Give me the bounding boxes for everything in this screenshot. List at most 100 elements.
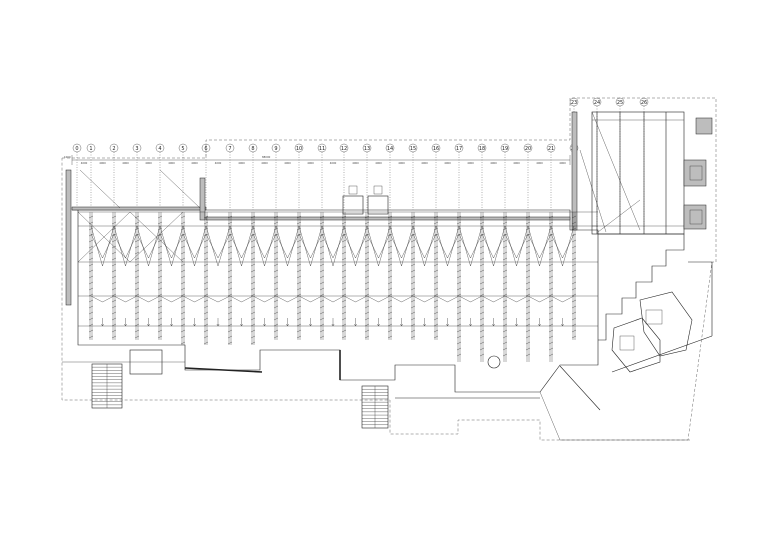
grid-bubble-5: 5 — [178, 143, 188, 210]
grid-bubble-7: 7 — [225, 143, 235, 210]
grid-label-15: 15 — [410, 146, 416, 152]
grid-bubble-0: 0 — [72, 143, 82, 210]
grid-label-2: 2 — [112, 146, 115, 152]
truss-bay-17 — [456, 212, 483, 362]
grid-label-19: 19 — [502, 146, 508, 152]
truss-bay-18 — [479, 212, 506, 362]
bay-dimension-7: 4000 — [238, 161, 245, 165]
main-hall-outline — [72, 209, 599, 393]
grid-label-14: 14 — [387, 146, 393, 152]
total-dimension-label: 88000 — [262, 155, 271, 159]
truss-bay-10 — [296, 212, 323, 340]
truss-bay-21 — [548, 212, 575, 362]
annex-left-wall — [571, 111, 578, 231]
truss-bay-3 — [134, 212, 161, 340]
grid-bubble-20: 20 — [523, 143, 533, 210]
stair-lower-left — [91, 363, 123, 409]
truss-bay-4 — [157, 212, 184, 340]
bay-dimension-6: 4000 — [215, 161, 222, 165]
bay-dimension-4: 4000 — [168, 161, 175, 165]
truss-bay-2 — [111, 212, 138, 340]
grid-bubble-3: 3 — [132, 143, 142, 210]
truss-bay-9 — [273, 212, 300, 340]
bay-dimension-9: 4000 — [284, 161, 291, 165]
bay-dimension-21: 4000 — [559, 161, 566, 165]
grid-bubble-13: 13 — [362, 143, 372, 210]
truss-bay-14 — [387, 212, 414, 340]
grid-label-8: 8 — [251, 146, 254, 152]
stepped-edge — [598, 233, 685, 341]
bay-dimension-10: 4000 — [307, 161, 314, 165]
grid-label-18: 18 — [479, 146, 485, 152]
truss-bay-1 — [88, 212, 115, 340]
top-wall-main — [205, 216, 571, 221]
grid-label-25: 25 — [617, 100, 623, 106]
truss-bay-11 — [319, 212, 345, 340]
grid-label-6: 6 — [204, 146, 207, 152]
bay-dimension-labels: 4000 4000 4000 4000 4000 4000 4000 4000 4000 4000… — [81, 161, 566, 165]
truss-bay-7 — [227, 212, 254, 345]
grid-bubble-4: 4 — [155, 143, 165, 210]
grid-label-5: 5 — [181, 146, 184, 152]
column-block — [199, 177, 206, 221]
bay-dimension-17: 4000 — [467, 161, 474, 165]
bay-dimension-20: 4000 — [536, 161, 543, 165]
grid-label-17: 17 — [456, 146, 462, 152]
grid-label-4: 4 — [158, 146, 161, 152]
truss-bay-13 — [364, 212, 391, 340]
grid-label-3: 3 — [135, 146, 138, 152]
grid-bubble-11: 11 — [317, 143, 327, 210]
truss-bay-16 — [433, 212, 460, 340]
grid-label-1: 1 — [89, 146, 92, 152]
grid-bubble-2: 2 — [109, 143, 119, 210]
stair-lower-middle — [361, 385, 389, 429]
bay-dimension-16: 4000 — [444, 161, 451, 165]
grid-label-23: 23 — [571, 100, 577, 106]
bay-dimension-2: 4000 — [122, 161, 129, 165]
shaft-blocks — [129, 185, 389, 375]
dimension-line: 88000 1000 — [64, 155, 571, 165]
grid-bubble-15: 15 — [408, 143, 418, 210]
bay-dimension-18: 4000 — [490, 161, 497, 165]
grid-bubble-14: 14 — [385, 143, 395, 210]
bay-dimension-11: 4000 — [330, 161, 337, 165]
roof-truss-grid — [77, 169, 598, 362]
stair-core — [611, 291, 693, 373]
grid-bubble-10: 10 — [294, 143, 304, 210]
grid-label-10: 10 — [296, 146, 302, 152]
grid-label-21: 21 — [548, 146, 554, 152]
bay-dimension-14: 4000 — [398, 161, 405, 165]
bay-dimension-0: 4000 — [81, 161, 88, 165]
annex-block — [579, 111, 713, 235]
bay-dimension-12: 4000 — [352, 161, 359, 165]
grid-label-0: 0 — [75, 146, 78, 152]
truss-bay-12 — [341, 212, 368, 340]
bay-dimension-1: 4000 — [99, 161, 106, 165]
bay-dimension-3: 4000 — [145, 161, 152, 165]
grid-bubble-1: 1 — [86, 143, 96, 210]
grid-bubble-12: 12 — [339, 143, 349, 210]
truss-bay-8 — [250, 212, 277, 345]
truss-bay-5 — [180, 212, 207, 345]
grid-label-11: 11 — [319, 146, 325, 152]
round-column — [487, 355, 501, 369]
truss-bay-6 — [203, 212, 231, 345]
top-wall-segment — [71, 206, 207, 211]
bay-dimension-13: 4000 — [375, 161, 382, 165]
grid-label-13: 13 — [364, 146, 370, 152]
side-dimension-label: 1000 — [64, 155, 71, 159]
grid-label-26: 26 — [641, 100, 647, 106]
grid-bubble-18: 18 — [477, 143, 487, 210]
grid-bubble-9: 9 — [271, 143, 281, 210]
grid-label-7: 7 — [228, 146, 231, 152]
truss-bay-20 — [525, 212, 552, 362]
bay-dimension-15: 4000 — [421, 161, 428, 165]
grid-label-12: 12 — [341, 146, 347, 152]
truss-bay-22 — [571, 212, 577, 340]
grid-bubble-21: 21 — [546, 143, 556, 210]
grid-label-9: 9 — [274, 146, 277, 152]
angled-facade — [539, 261, 713, 441]
grid-axis-bubbles: 012345678910111213141516171819202122 — [72, 143, 579, 210]
